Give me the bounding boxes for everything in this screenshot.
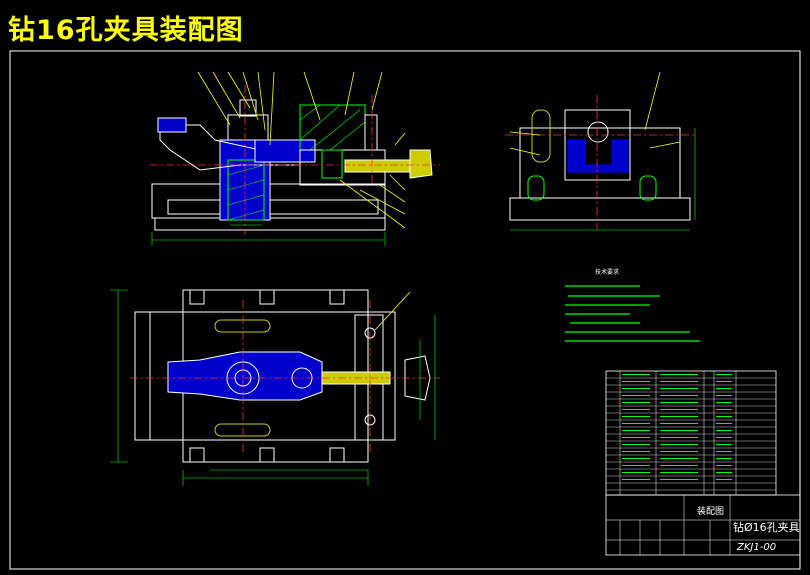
titleblock-name: 装配图 (697, 505, 724, 517)
drawing-title: 钻16孔夹具装配图 (8, 15, 244, 46)
side-view (505, 71, 696, 231)
technical-notes: 技术要求 (565, 268, 700, 342)
drawing-border (9, 50, 801, 570)
parts-list (605, 370, 777, 496)
tech-req-heading: 技术要求 (595, 268, 619, 276)
top-view (110, 289, 440, 486)
title-block: 装配图 钻Ø16孔夹具 ZKJ1-00 (605, 494, 801, 556)
titleblock-drawing-no: ZKJ1-00 (736, 542, 776, 553)
front-section-view (150, 71, 440, 246)
titleblock-part-name: 钻Ø16孔夹具 (733, 520, 800, 534)
